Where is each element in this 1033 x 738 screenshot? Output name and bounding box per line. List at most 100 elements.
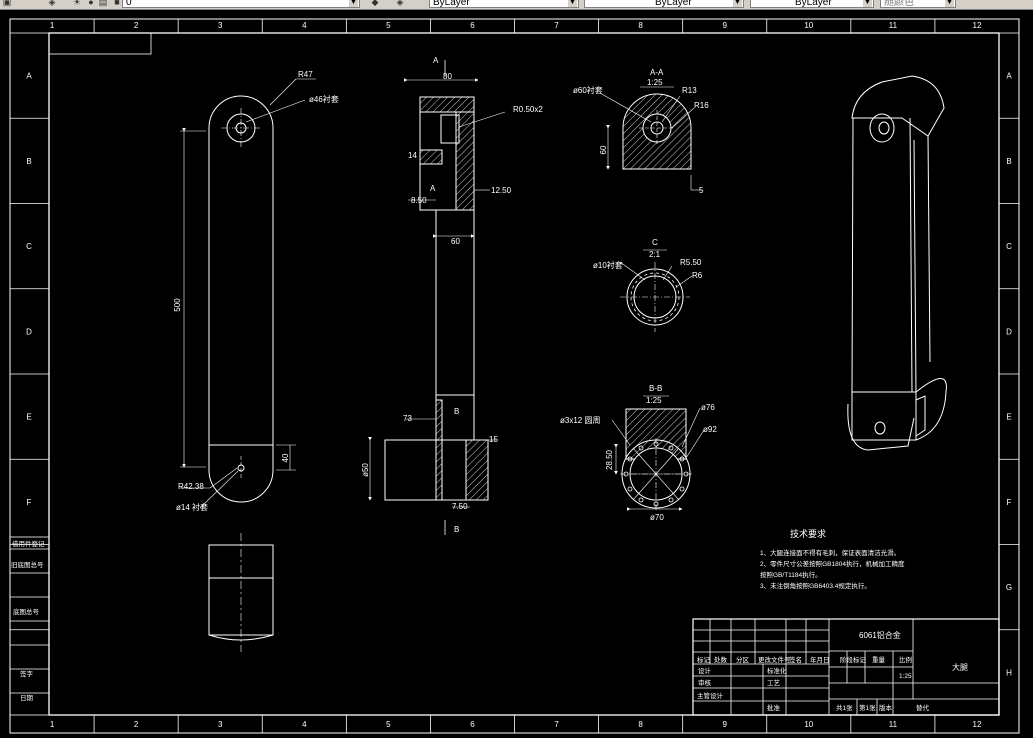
tech-title: 技术要求: [790, 528, 826, 539]
tech-requirements: 技术要求 1、大腿连接面不得有毛刺，保证表面清洁光滑。 2、零件尺寸公差按照GB…: [760, 528, 905, 590]
tb-stage-1: 阶段标记: [840, 655, 867, 664]
dim-hole-bottom: ø14 衬套: [176, 502, 208, 512]
chevron-down-icon: ▼: [863, 0, 872, 7]
layer-dropdown[interactable]: 0 ▼: [122, 0, 360, 8]
bb-title: B-B: [649, 384, 662, 393]
tb-h-1: 标记: [697, 655, 711, 664]
zone-column-label: 10: [804, 21, 813, 30]
title-block: [692, 618, 1000, 716]
layer-state-icon[interactable]: ◈: [48, 0, 56, 7]
chevron-down-icon: ▼: [945, 0, 954, 7]
linetype-value: ByLayer: [655, 0, 692, 8]
zone-column-label: 5: [386, 720, 391, 729]
tb-sheet-total: 共1张: [836, 703, 853, 712]
zone-row-label: B: [1006, 157, 1011, 166]
zone-column-label: 3: [218, 21, 223, 30]
sheet-border: [9, 18, 1020, 734]
dim-60: 60: [451, 237, 460, 246]
zone-column-label: 1: [50, 720, 55, 729]
isometric-view: [847, 75, 947, 451]
tb-sheet-no: 第1张: [859, 703, 876, 712]
dim-r13: R13: [682, 86, 697, 95]
bb-scale: 1:25: [646, 396, 662, 405]
chevron-down-icon: ▼: [568, 0, 577, 7]
bolt-hole: [627, 456, 633, 462]
zone-row-label: D: [1006, 327, 1012, 336]
linetype-dropdown[interactable]: ByLayer ▼: [584, 0, 744, 8]
tb-r-2: 标准化: [767, 666, 787, 675]
layer-previous-icon[interactable]: ◈: [396, 0, 404, 7]
layer-off-icon[interactable]: ☀: [72, 0, 82, 7]
zone-row-label: A: [1006, 72, 1012, 81]
tb-replace: 替代: [916, 703, 930, 712]
zone-column-label: 2: [134, 720, 139, 729]
dim-hole-top: ø46衬套: [309, 94, 339, 104]
layer-lock-icon[interactable]: ▤: [98, 0, 108, 7]
tb-h-3: 分区: [736, 655, 750, 664]
tb-r-4: 工艺: [767, 679, 781, 687]
dim-5: 5: [699, 186, 704, 195]
zone-row-label: H: [1006, 668, 1012, 677]
aa-view-labels: A-A 1:25 ø60衬套 R13 R16 60 5: [573, 68, 709, 195]
aa-scale: 1:25: [647, 78, 663, 87]
c-view-labels: C 2:1 ø10衬套 R5.50 R6: [593, 238, 703, 280]
mark-a: A: [430, 184, 436, 193]
zone-column-label: 6: [470, 720, 475, 729]
section-view: [368, 60, 506, 535]
dim-r42: R42.38: [178, 482, 204, 491]
bolt-hole: [653, 441, 659, 447]
zone-row-label: E: [26, 413, 31, 422]
layer-color-icon[interactable]: ■: [114, 0, 120, 7]
make-current-icon[interactable]: ◆: [371, 0, 379, 7]
dim-15: 15: [489, 435, 498, 444]
left-label-1: 借用件登记: [12, 539, 45, 548]
left-signature-column: [9, 536, 50, 716]
bb-view-labels: B-B 1:25 ø3x12 圆周 ø76 ø92 28.50 ø70: [560, 384, 717, 522]
zone-row-label: G: [1006, 583, 1012, 592]
tb-scale: 1:25: [899, 673, 912, 680]
tb-r-3: 审核: [698, 678, 712, 687]
title-block-labels: 6061铝合金 大腿 1:25 标记 处数 分区 更改文件号 签名 年月日 设计…: [697, 630, 968, 712]
zone-column-label: 8: [638, 720, 643, 729]
plotstyle-dropdown[interactable]: 随颜色 ▼: [880, 0, 956, 8]
dim-750: 7.50: [452, 502, 468, 511]
zone-column-label: 8: [638, 21, 643, 30]
bolt-hole: [668, 445, 674, 451]
dim-14: 14: [408, 151, 417, 160]
dim-1250: 12.50: [491, 186, 512, 195]
layer-freeze-icon[interactable]: ●: [88, 0, 94, 7]
tb-stage-2: 重量: [872, 656, 886, 664]
bolt-hole: [638, 497, 644, 503]
tb-part: 大腿: [952, 662, 968, 672]
bolt-hole: [638, 445, 644, 451]
color-dropdown[interactable]: ByLayer ▼: [429, 0, 579, 8]
zone-row-label: D: [26, 327, 32, 336]
bolt-hole: [627, 486, 633, 492]
zone-column-label: 12: [973, 21, 982, 30]
dim-aa-60: 60: [599, 145, 608, 154]
zone-column-label: 2: [134, 21, 139, 30]
zone-row-label: B: [26, 157, 31, 166]
plotstyle-value: 随颜色: [884, 0, 914, 8]
tech-line-1: 1、大腿连接面不得有毛刺，保证表面清洁光滑。: [760, 548, 900, 557]
zone-column-label: 4: [302, 720, 307, 729]
c-scale: 2:1: [649, 250, 661, 259]
dim-70: ø70: [650, 513, 664, 522]
tb-version: 版本: [879, 703, 893, 712]
zone-row-label: E: [1006, 413, 1011, 422]
zone-row-label: F: [27, 498, 32, 507]
c-view: [619, 249, 693, 332]
lineweight-dropdown[interactable]: ByLayer ▼: [750, 0, 874, 8]
tb-material: 6061铝合金: [859, 630, 901, 640]
dim-73: 73: [403, 414, 412, 423]
zone-column-label: 1: [50, 21, 55, 30]
aa-view: [599, 86, 702, 191]
layers-icon[interactable]: ▣: [2, 0, 12, 7]
dim-r05: R0.50x2: [513, 105, 543, 114]
zone-column-label: 11: [889, 21, 898, 30]
zone-row-label: A: [26, 72, 32, 81]
